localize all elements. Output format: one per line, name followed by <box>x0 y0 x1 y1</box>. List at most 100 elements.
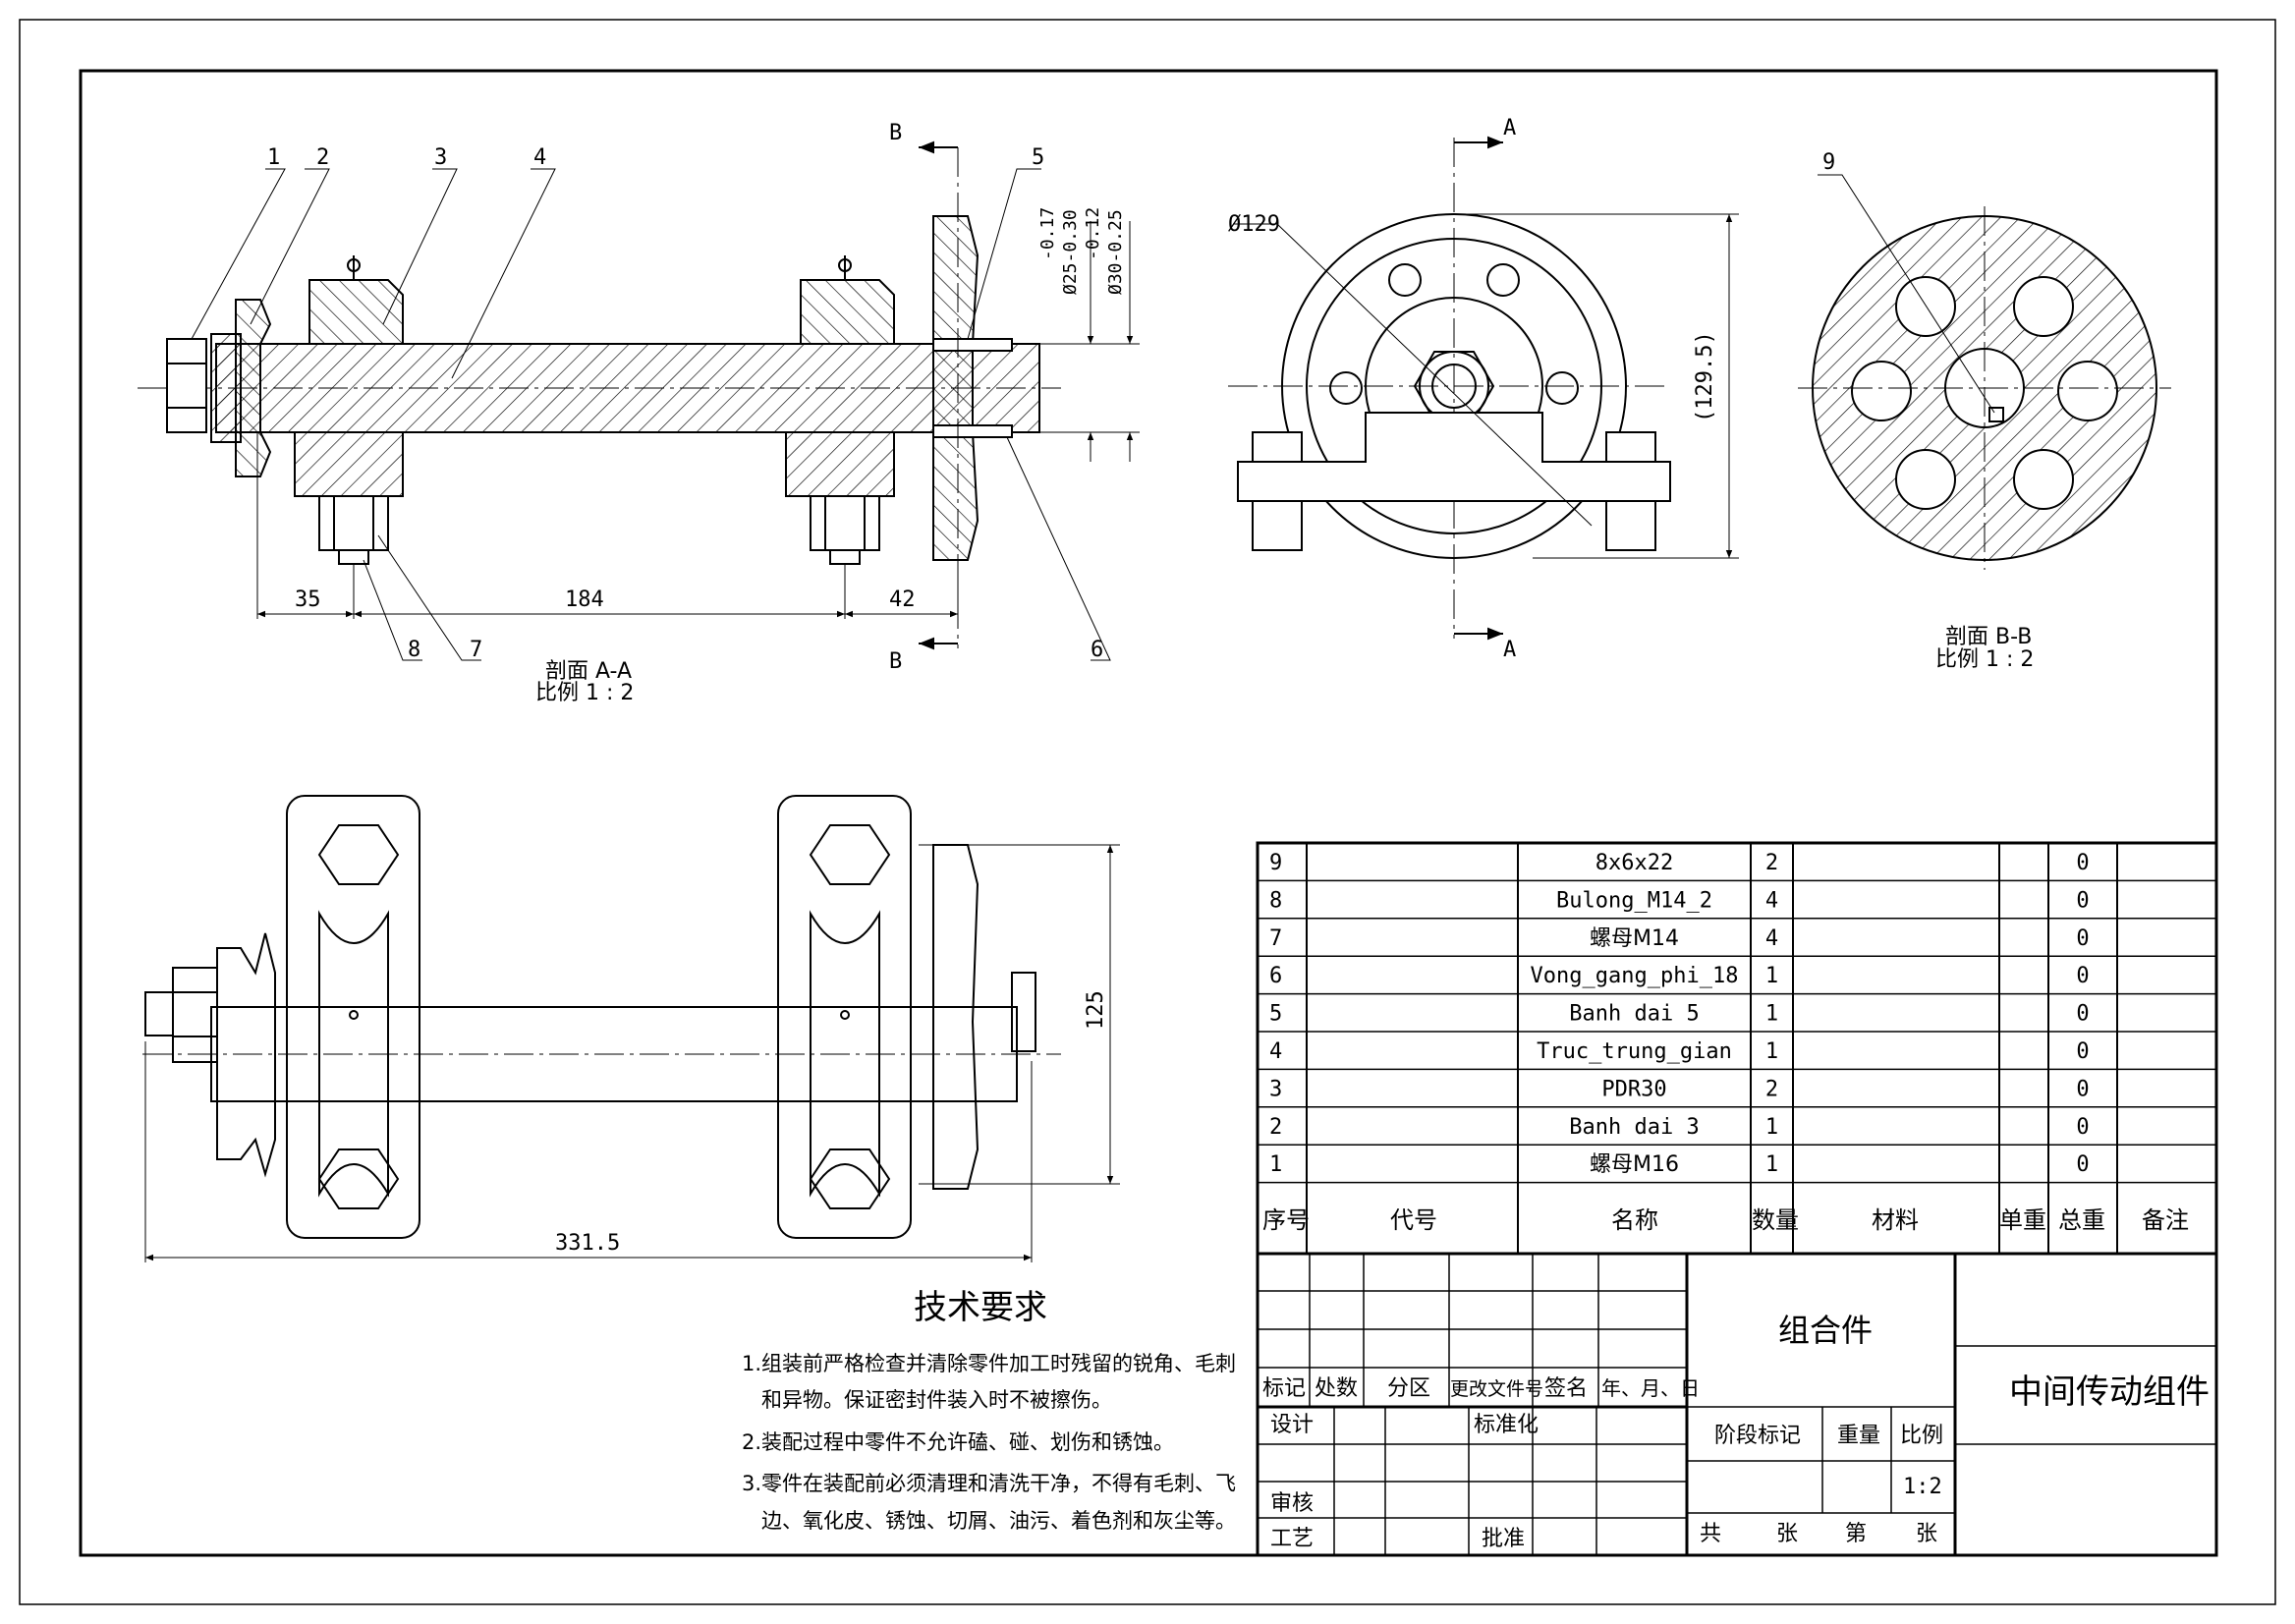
bom-header-unit-wt: 单重 <box>1999 1206 2046 1234</box>
bom-cell-qty: 1 <box>1765 1002 1778 1027</box>
balloon-7: 7 <box>470 638 482 662</box>
note-line-1: 1.组装前严格检查并清除零件加工时残留的锐角、毛刺 <box>742 1352 1236 1375</box>
bom-header-name: 名称 <box>1611 1206 1658 1234</box>
tb-rev-mark: 标记 <box>1262 1376 1306 1401</box>
balloon-6: 6 <box>1091 638 1103 662</box>
dim-42: 42 <box>889 588 916 612</box>
bom-cell-no: 4 <box>1269 1039 1282 1064</box>
tb-approve: 批准 <box>1482 1527 1525 1551</box>
bom-cell-total-wt: 0 <box>2076 1077 2089 1101</box>
pulley-2-section <box>235 299 272 477</box>
inner-border <box>79 69 2218 1557</box>
bom-cell-name: Vong_gang_phi_18 <box>1531 964 1739 988</box>
bom-cell-qty: 1 <box>1765 1152 1778 1177</box>
section-bb-caption: 剖面 B-B <box>1945 625 2032 649</box>
top-view-labels: 125 331.5 <box>555 990 1108 1256</box>
section-aa-labels: B B 1 2 3 4 5 6 7 8 35 184 42 -0.17 Ø25-… <box>267 121 1126 705</box>
bom-cell-qty: 1 <box>1765 1115 1778 1140</box>
section-bb-labels: 9 剖面 B-B 比例 1 : 2 <box>1822 150 2034 672</box>
bom-cell-no: 3 <box>1269 1077 1282 1101</box>
bom-cell-no: 9 <box>1269 851 1282 875</box>
balloon-2: 2 <box>316 145 329 170</box>
note-line-5: 边、氧化皮、锈蚀、切屑、油污、着色剂和灰尘等。 <box>761 1509 1236 1533</box>
bom-cell-name: Banh dai 3 <box>1569 1115 1699 1140</box>
bom-cell-name: 螺母M14 <box>1590 926 1679 951</box>
tol-3: -0.12 <box>1083 207 1103 260</box>
tol-1: -0.17 <box>1037 207 1058 260</box>
tb-date: 年、月、日 <box>1601 1376 1700 1400</box>
balloon-1: 1 <box>267 145 280 170</box>
tb-total: 共 <box>1700 1522 1721 1546</box>
tb-weight: 重量 <box>1837 1424 1880 1448</box>
bom-header: 序号 代号 名称 数量 材料 单重 总重 备注 <box>1262 1206 2189 1234</box>
nut-m16-section <box>166 338 207 433</box>
outer-border <box>19 19 2276 1605</box>
bom-header-code: 代号 <box>1390 1206 1437 1234</box>
assembly-label: 组合件 <box>1778 1312 1873 1349</box>
pulley-5-section <box>932 215 980 561</box>
bearing-housing-right <box>800 279 895 345</box>
tb-sheet: 张 <box>1916 1522 1937 1546</box>
tb-change-doc: 更改文件号 <box>1450 1378 1543 1400</box>
bom-cell-total-wt: 0 <box>2076 1152 2089 1177</box>
balloon-4: 4 <box>533 145 546 170</box>
bom-cell-no: 2 <box>1269 1115 1282 1140</box>
section-aa-view <box>138 140 1140 661</box>
tol-4: Ø30-0.25 <box>1105 209 1126 295</box>
title-block <box>1256 1252 2218 1557</box>
bom-header-material: 材料 <box>1872 1206 1919 1234</box>
bom-cell-qty: 4 <box>1765 926 1778 951</box>
bom-cell-no: 8 <box>1269 888 1282 913</box>
bom-cell-total-wt: 0 <box>2076 964 2089 988</box>
dim-331-5: 331.5 <box>555 1231 620 1256</box>
bom-cell-total-wt: 0 <box>2076 888 2089 913</box>
notes-heading: 技术要求 <box>914 1288 1047 1327</box>
bom-header-note: 备注 <box>2142 1206 2189 1234</box>
note-line-4: 3.零件在装配前必须清理和清洗干净，不得有毛刺、飞 <box>742 1472 1236 1495</box>
bom-header-qty: 数量 <box>1752 1206 1799 1234</box>
bom-cell-total-wt: 0 <box>2076 1002 2089 1027</box>
bom-cell-name: 螺母M16 <box>1590 1152 1679 1177</box>
section-bb-view <box>1798 174 2171 570</box>
section-aa-caption: 剖面 A-A <box>545 659 632 684</box>
tb-zone: 分区 <box>1387 1376 1430 1401</box>
bom-cell-qty: 2 <box>1765 851 1778 875</box>
section-bb-scale: 比例 1 : 2 <box>1935 647 2034 672</box>
bom-cell-name: 8x6x22 <box>1595 851 1673 875</box>
cut-letter-a-bottom: A <box>1503 638 1516 662</box>
cut-letter-b-top: B <box>889 121 902 145</box>
bom-cell-qty: 2 <box>1765 1077 1778 1101</box>
cut-letter-b-bottom: B <box>889 649 902 674</box>
bom-cell-total-wt: 0 <box>2076 851 2089 875</box>
height-129-5-label: (129.5) <box>1693 331 1717 422</box>
dim-125: 125 <box>1084 990 1108 1030</box>
shaft-section <box>215 343 1040 433</box>
bom-cell-no: 7 <box>1269 926 1282 951</box>
end-view-labels: A A Ø129 (129.5) <box>1228 116 1717 662</box>
bom-table <box>1256 841 2218 1256</box>
bom-cell-no: 6 <box>1269 964 1282 988</box>
bearing-housing-left <box>308 279 404 345</box>
tb-design: 设计 <box>1270 1413 1314 1437</box>
bom-cell-no: 1 <box>1269 1152 1282 1177</box>
bom-cell-total-wt: 0 <box>2076 926 2089 951</box>
bom-cell-qty: 4 <box>1765 888 1778 913</box>
technical-notes: 技术要求 1.组装前严格检查并清除零件加工时残留的锐角、毛刺 和异物。保证密封件… <box>742 1288 1236 1533</box>
tb-sheets: 张 <box>1776 1522 1798 1546</box>
bom-cell-name: Bulong_M14_2 <box>1556 888 1712 913</box>
bom-cell-qty: 1 <box>1765 1039 1778 1064</box>
tb-stage: 阶段标记 <box>1714 1424 1801 1448</box>
bom-cell-name: Banh dai 5 <box>1569 1002 1699 1027</box>
balloon-3: 3 <box>434 145 447 170</box>
cut-letter-a-top: A <box>1503 116 1516 140</box>
tb-scale-value: 1:2 <box>1903 1475 1942 1499</box>
top-view <box>142 795 1120 1262</box>
title-block-text: 组合件 中间传动组件 标记 处数 分区 更改文件号 签名 年、月、日 设计 标准… <box>1262 1312 2210 1551</box>
note-line-2: 和异物。保证密封件装入时不被擦伤。 <box>761 1388 1112 1412</box>
tb-ratio: 比例 <box>1900 1424 1943 1448</box>
section-aa-scale: 比例 1 : 2 <box>535 681 634 705</box>
balloon-8: 8 <box>408 638 420 662</box>
end-view <box>1228 136 1739 641</box>
bom-cell-name: PDR30 <box>1601 1077 1666 1101</box>
